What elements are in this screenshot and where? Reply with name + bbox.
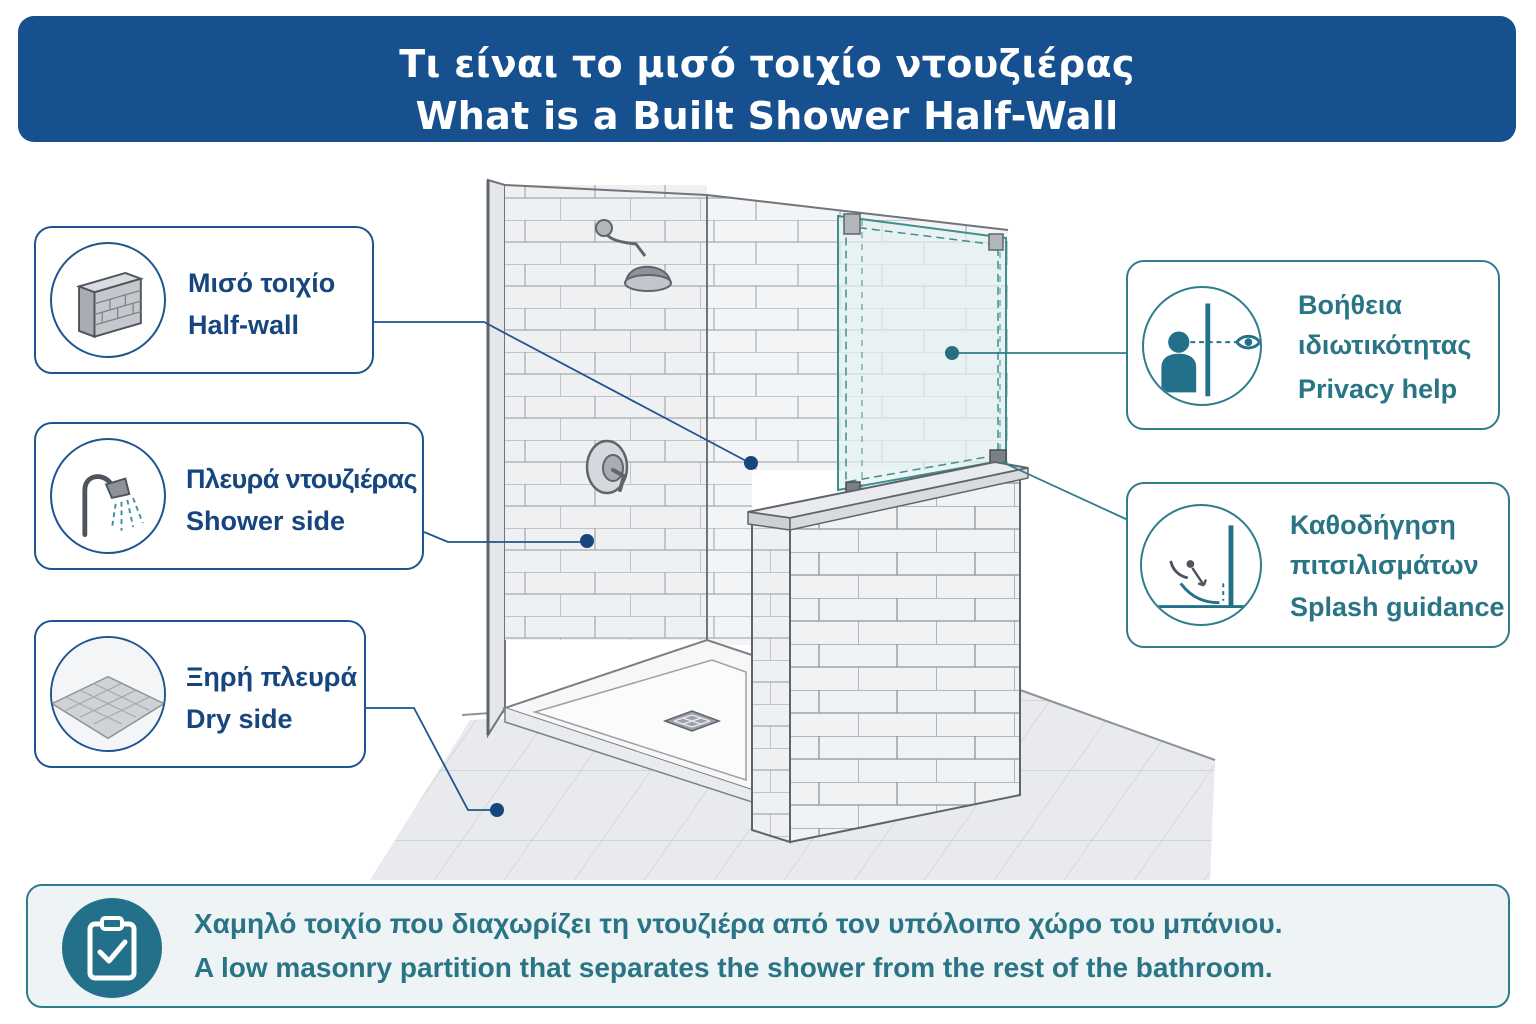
dry-side-label-gr: Ξηρή πλευρά <box>186 662 358 692</box>
callout-dry-side: Ξηρή πλευρά Dry side <box>34 620 366 768</box>
splash-label-en: Splash guidance <box>1290 592 1505 622</box>
connector-half-wall <box>374 321 751 464</box>
connector-shower-side <box>423 531 586 543</box>
shower-head-icon <box>50 438 166 554</box>
shower-head <box>595 219 672 292</box>
header-banner: Τι είναι το μισό τοιχίο ντουζιέρας What … <box>18 16 1516 142</box>
glass-panel <box>837 213 1007 503</box>
privacy-label-gr2: ιδιωτικότητας <box>1298 330 1472 360</box>
dry-side-label-en: Dry side <box>186 704 293 734</box>
half-wall-label-gr: Μισό τοιχίο <box>188 268 336 298</box>
mixer-valve <box>585 439 629 495</box>
callout-half-wall: Μισό τοιχίο Half-wall <box>34 226 374 374</box>
half-wall-label-en: Half-wall <box>188 310 300 340</box>
connector-dry-side <box>366 707 496 811</box>
splash-label-gr1: Καθοδήγηση <box>1290 510 1456 540</box>
floor-tile-icon <box>50 636 166 752</box>
shower-side-label-en: Shower side <box>186 506 346 536</box>
half-wall <box>747 460 1029 844</box>
callout-shower-side: Πλευρά ντουζιέρας Shower side <box>34 422 424 570</box>
splash-icon <box>1140 504 1262 626</box>
definition-footer: Χαμηλό τοιχίο που διαχωρίζει τη ντουζιέρ… <box>26 884 1510 1008</box>
definition-english: A low masonry partition that separates t… <box>194 952 1273 983</box>
drain-icon <box>662 710 722 732</box>
title-english: What is a Built Shower Half-Wall <box>415 94 1119 138</box>
splash-label-gr2: πιτσιλισμάτων <box>1290 550 1479 580</box>
definition-greek: Χαμηλό τοιχίο που διαχωρίζει τη ντουζιέρ… <box>194 908 1283 939</box>
half-wall-icon <box>50 242 166 358</box>
title-greek: Τι είναι το μισό τοιχίο ντουζιέρας <box>399 42 1135 86</box>
left-wall <box>487 178 506 739</box>
shower-side-label-gr: Πλευρά ντουζιέρας <box>186 464 418 494</box>
privacy-label-en: Privacy help <box>1298 374 1458 404</box>
privacy-label-gr1: Βοήθεια <box>1298 290 1402 320</box>
connector-splash <box>1001 461 1129 521</box>
clipboard-check-icon <box>62 898 162 998</box>
privacy-person-eye-icon <box>1142 286 1262 406</box>
callout-splash: Καθοδήγηση πιτσιλισμάτων Splash guidance <box>1126 482 1510 648</box>
callout-privacy: Βοήθεια ιδιωτικότητας Privacy help <box>1126 260 1500 430</box>
